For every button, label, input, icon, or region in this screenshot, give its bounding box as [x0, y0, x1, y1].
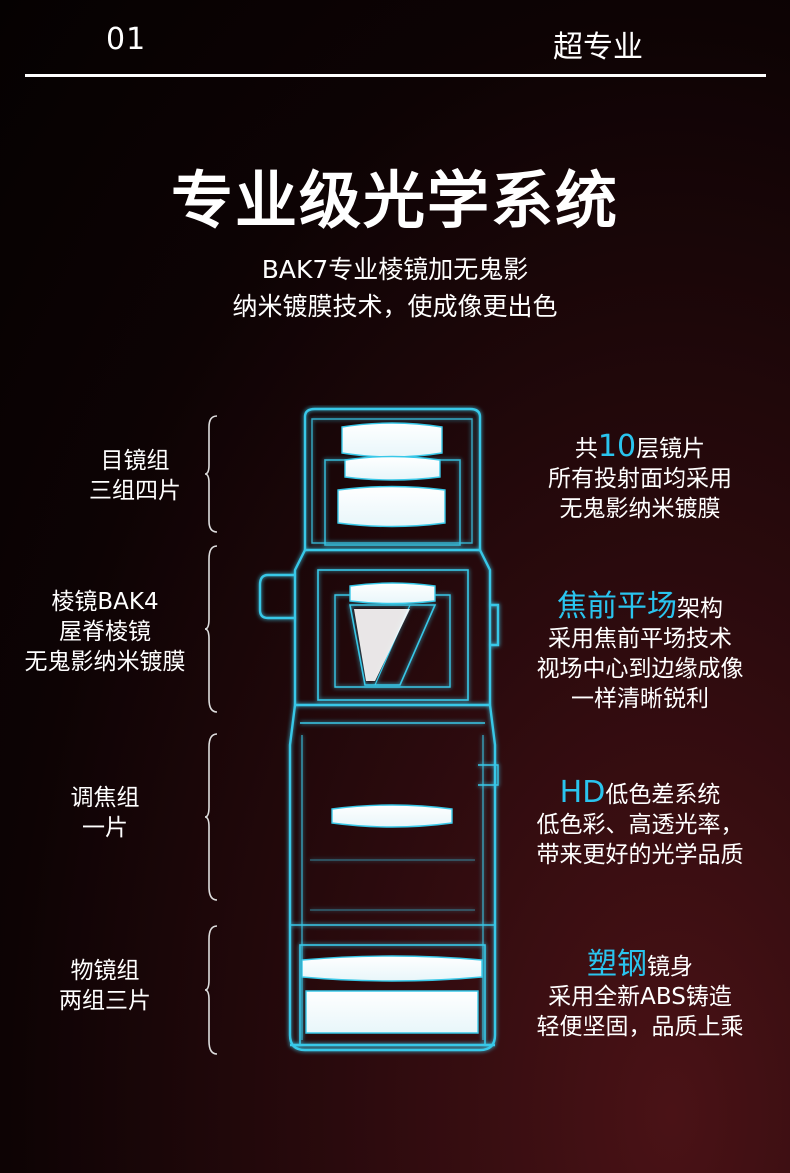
prism-brace	[205, 545, 218, 713]
focus-group-label: 调焦组 一片	[55, 783, 155, 843]
feature-line: 采用全新ABS铸造	[548, 984, 732, 1010]
eyepiece-brace	[205, 415, 218, 533]
subtitle-line-1: BAK7专业棱镜加无鬼影	[261, 255, 529, 284]
label-line: 棱镜BAK4	[51, 589, 159, 615]
objective-lens-1	[301, 955, 483, 982]
feature-heading: 塑钢镜身	[520, 950, 760, 982]
feature-suffix: 低色差系统	[605, 782, 721, 808]
eyepiece-lens-3	[337, 485, 446, 528]
eyepiece-lens-1	[341, 422, 443, 458]
focus-lens	[331, 804, 453, 828]
label-line: 一片	[82, 815, 128, 841]
prism-label: 棱镜BAK4 屋脊棱镜 无鬼影纳米镀膜	[10, 587, 200, 677]
label-line: 无鬼影纳米镀膜	[24, 649, 186, 675]
feature-suffix: 层镜片	[636, 436, 706, 462]
feature-heading: HD低色差系统	[510, 778, 770, 810]
label-line: 屋脊棱镜	[59, 619, 151, 645]
label-line: 调焦组	[70, 785, 140, 811]
page-title: 专业级光学系统	[170, 164, 619, 237]
eyepiece-lens-2	[344, 455, 441, 481]
feature-lenses: 共10层镜片 所有投射面均采用 无鬼影纳米镀膜	[520, 432, 760, 524]
feature-flat-field: 焦前平场架构 采用焦前平场技术 视场中心到边缘成像 一样清晰锐利	[510, 592, 770, 714]
feature-line: 一样清晰锐利	[571, 686, 709, 712]
feature-heading: 焦前平场架构	[510, 592, 770, 624]
feature-highlight: 塑钢	[587, 947, 647, 982]
feature-line: 无鬼影纳米镀膜	[559, 496, 721, 522]
feature-line: 轻便坚固，品质上乘	[536, 1014, 744, 1040]
feature-highlight: 10	[597, 429, 637, 464]
feature-heading: 共10层镜片	[520, 432, 760, 464]
feature-highlight: HD	[559, 775, 606, 810]
prism-glass	[354, 609, 410, 681]
feature-suffix: 镜身	[647, 954, 693, 980]
objective-lens-2	[305, 990, 479, 1034]
section-title: 超专业	[553, 30, 643, 65]
feature-line: 采用焦前平场技术	[548, 626, 732, 652]
label-line: 物镜组	[70, 958, 140, 984]
feature-highlight: 焦前平场	[557, 589, 677, 624]
feature-body: 塑钢镜身 采用全新ABS铸造 轻便坚固，品质上乘	[520, 950, 760, 1042]
label-line: 两组三片	[59, 988, 151, 1014]
feature-prefix: 共	[574, 436, 598, 462]
subtitle-line-2: 纳米镀膜技术，使成像更出色	[232, 292, 558, 321]
focus-group-brace	[205, 733, 218, 901]
feature-line: 带来更好的光学品质	[536, 842, 744, 868]
prism-cover-lens	[349, 582, 436, 605]
objective-label: 物镜组 两组三片	[50, 956, 160, 1016]
objective-brace	[205, 925, 218, 1055]
feature-hd: HD低色差系统 低色彩、高透光率， 带来更好的光学品质	[510, 778, 770, 870]
feature-line: 所有投射面均采用	[548, 466, 732, 492]
section-number: 01	[106, 22, 147, 57]
eyepiece-label: 目镜组 三组四片	[80, 446, 190, 506]
feature-line: 低色彩、高透光率，	[536, 812, 744, 838]
feature-line: 视场中心到边缘成像	[536, 656, 744, 682]
label-line: 三组四片	[89, 478, 181, 504]
header-divider	[25, 74, 766, 77]
feature-suffix: 架构	[677, 596, 723, 622]
label-line: 目镜组	[100, 448, 170, 474]
monocular-cutaway-illustration	[258, 407, 500, 1052]
